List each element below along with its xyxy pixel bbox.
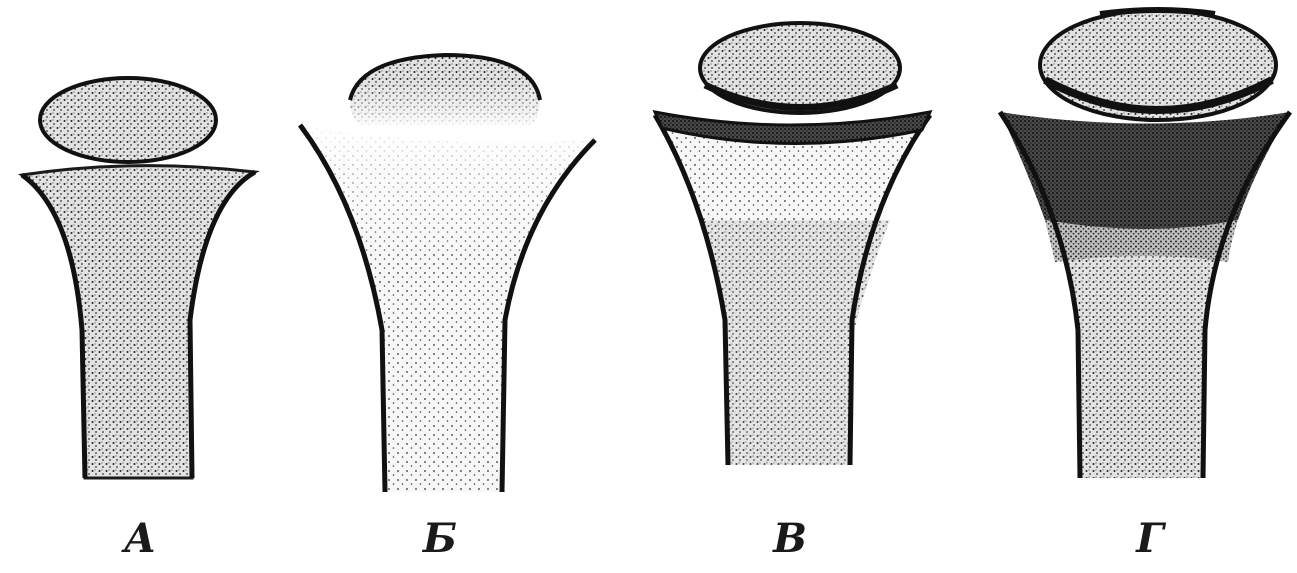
panel-b-label: Б <box>400 515 480 563</box>
panel-c-label: В <box>750 515 830 563</box>
panel-c-drawing <box>655 23 930 465</box>
panel-d-epiphysis <box>1040 10 1276 120</box>
panel-d-dense-zone <box>1000 112 1290 229</box>
panel-c-epiphysis <box>700 23 900 113</box>
panel-a-drawing <box>22 78 255 478</box>
panel-a-label: А <box>100 515 180 563</box>
panel-b-drawing <box>300 55 600 492</box>
panel-d-label: Г <box>1110 515 1190 563</box>
panel-d-drawing <box>1000 10 1290 478</box>
panel-a-epiphysis <box>40 78 216 162</box>
